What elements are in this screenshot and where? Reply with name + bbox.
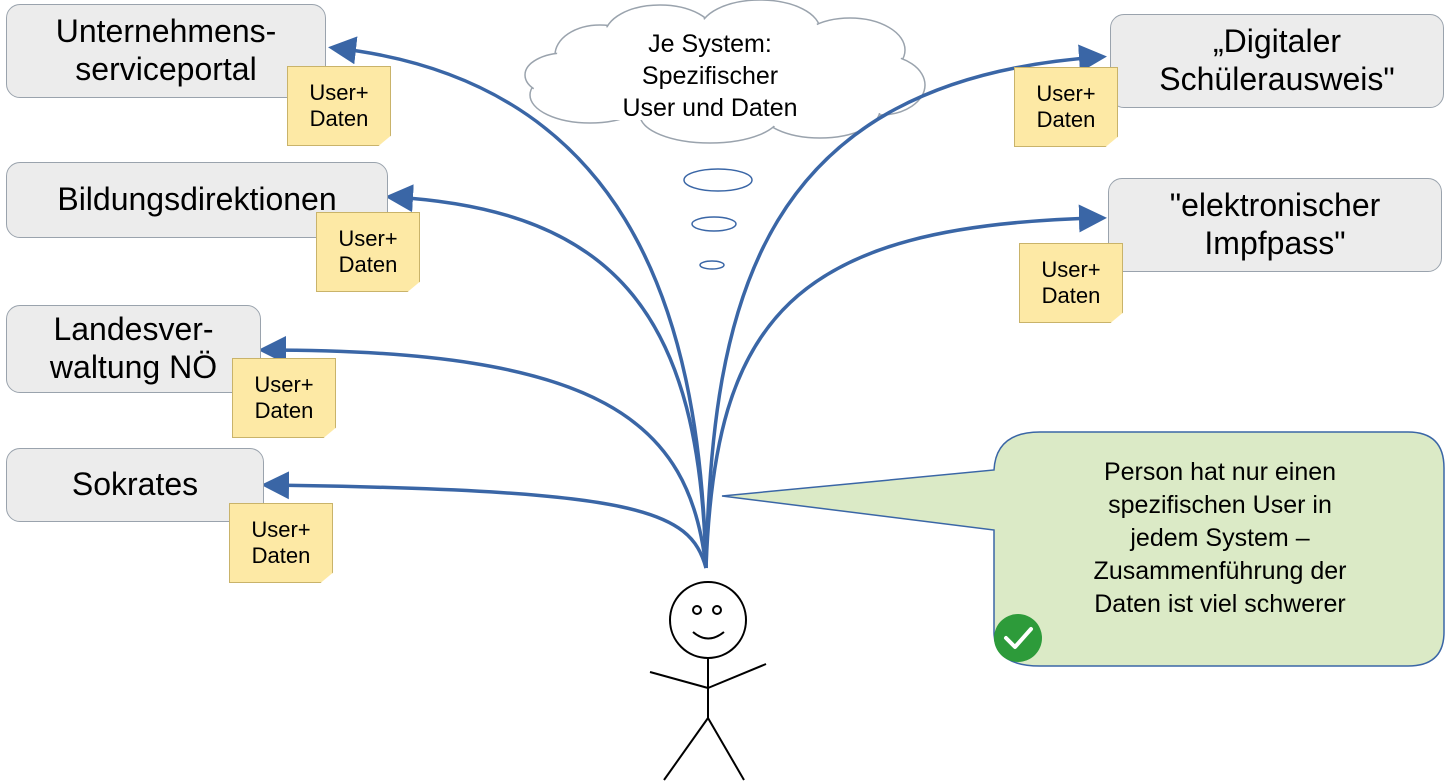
system-label: "elektronischer Impfpass" (1169, 187, 1381, 261)
arrow-landesverwaltung (258, 336, 708, 569)
note-sokrates: User+ Daten (229, 503, 333, 583)
thought-bubble-large (683, 168, 753, 192)
arrow-sokrates (261, 471, 708, 569)
arrow-unternehmensserviceportal (328, 36, 708, 569)
note-bildungsdirektionen: User+ Daten (316, 212, 420, 292)
thought-bubble-medium (691, 216, 737, 232)
system-label: Landesver- waltung NÖ (49, 311, 218, 385)
thought-bubble-small (699, 260, 725, 270)
system-label: Unternehmens- serviceportal (55, 13, 277, 87)
system-impfpass: "elektronischer Impfpass" (1108, 178, 1442, 272)
system-label: Sokrates (71, 466, 199, 503)
thought-text: Je System: Spezifischer User und Daten (622, 30, 798, 122)
note-schuelerausweis: User+ Daten (1014, 67, 1118, 147)
system-landesverwaltung: Landesver- waltung NÖ (6, 305, 261, 393)
note-label: User+ Daten (251, 516, 311, 568)
note-label: User+ Daten (309, 79, 369, 131)
note-label: User+ Daten (1036, 80, 1096, 132)
note-label: User+ Daten (254, 371, 314, 423)
speech-bubble (721, 431, 1445, 667)
arrow-schuelerausweis (704, 44, 1107, 569)
system-schuelerausweis: „Digitaler Schülerausweis" (1110, 14, 1444, 108)
note-landesverwaltung: User+ Daten (232, 358, 336, 438)
speech-text: Person hat nur einen spezifischen User i… (1093, 458, 1347, 618)
system-label: „Digitaler Schülerausweis" (1159, 23, 1395, 97)
check-icon (994, 614, 1042, 662)
thought-cloud-fill (527, 2, 923, 141)
arrows (258, 36, 1107, 569)
system-unternehmensserviceportal: Unternehmens- serviceportal (6, 4, 326, 98)
note-impfpass: User+ Daten (1019, 243, 1123, 323)
note-label: User+ Daten (1041, 256, 1101, 308)
system-bildungsdirektionen: Bildungsdirektionen (6, 162, 388, 238)
arrow-impfpass (704, 204, 1107, 569)
system-label: Bildungsdirektionen (57, 181, 337, 218)
stick-figure-icon (649, 581, 767, 781)
note-label: User+ Daten (338, 225, 398, 277)
note-unternehmensserviceportal: User+ Daten (287, 66, 391, 146)
arrow-bildungsdirektionen (385, 184, 708, 569)
system-sokrates: Sokrates (6, 448, 264, 522)
